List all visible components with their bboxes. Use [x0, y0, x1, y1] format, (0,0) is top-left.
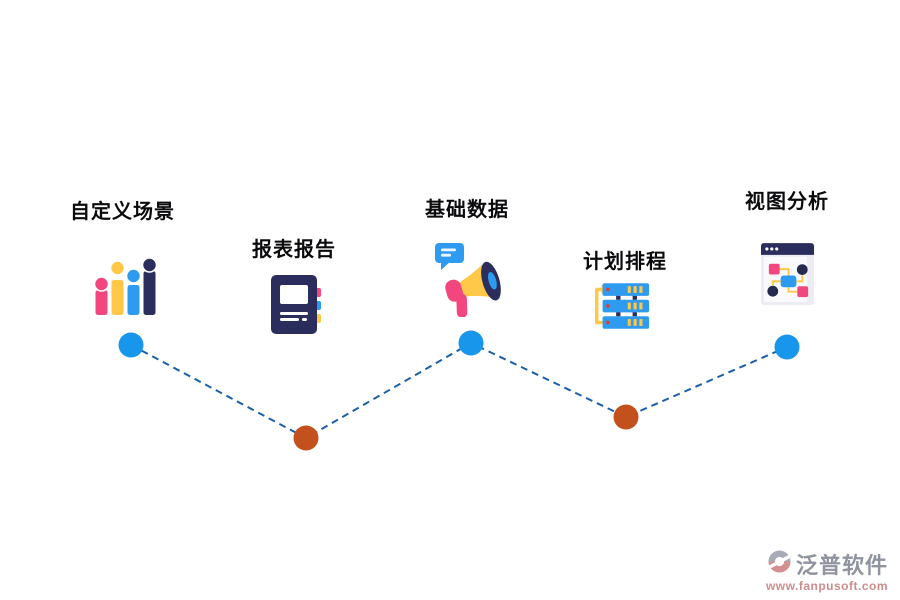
timeline-dot [774, 334, 800, 360]
item-label-basic-data: 基础数据 [425, 199, 509, 221]
timeline-dot [118, 332, 144, 358]
column-chart-icon [93, 257, 158, 322]
megaphone-icon [430, 243, 508, 322]
item-label-plan-schedule: 计划排程 [583, 251, 667, 273]
watermark: 泛普软件 www.fanpusoft.com [764, 548, 888, 593]
watermark-url: www.fanpusoft.com [765, 579, 888, 593]
timeline-dot [613, 404, 639, 430]
fanpu-logo-icon [764, 548, 795, 580]
timeline-dashed-line [130, 341, 788, 440]
item-label-view-analysis: 视图分析 [745, 191, 829, 213]
timeline-dot [293, 425, 319, 451]
item-label-report: 报表报告 [252, 239, 336, 261]
browser-flowchart-icon [761, 243, 816, 311]
server-stack-icon [589, 281, 651, 337]
item-label-custom-scenario: 自定义场景 [70, 201, 175, 223]
timeline-dot [458, 330, 484, 356]
notebook-icon [271, 275, 323, 340]
watermark-company-name: 泛普软件 [795, 553, 888, 578]
